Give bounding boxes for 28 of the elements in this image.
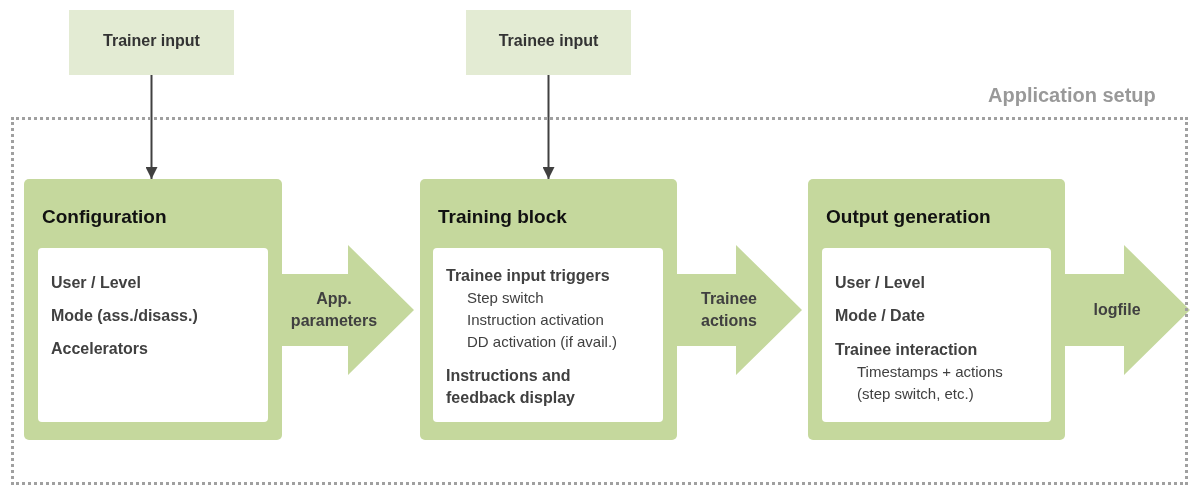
- content-panel: [822, 248, 1051, 422]
- input-box: [466, 10, 631, 75]
- content-panel: [38, 248, 268, 422]
- process-block: [24, 179, 282, 440]
- block-title: Output generation: [826, 206, 991, 228]
- process-block: [808, 179, 1065, 440]
- group-heading: Application setup: [988, 84, 1156, 106]
- item-heading: Trainee input triggers: [446, 266, 610, 286]
- input-box: [69, 10, 234, 75]
- block-title: Training block: [438, 206, 567, 228]
- content-panel: [433, 248, 663, 422]
- item-heading: Mode / Date: [835, 306, 925, 326]
- sub-item: Timestamps + actions (step switch, etc.): [857, 362, 1004, 404]
- arrow: [542, 74, 555, 180]
- item-heading: User / Level: [51, 273, 141, 293]
- sub-item: DD activation (if avail.): [467, 332, 618, 352]
- input-label: Trainee input: [497, 31, 600, 51]
- item-heading: Trainee interaction: [835, 340, 978, 360]
- process-block: [420, 179, 677, 440]
- item-heading: User / Level: [835, 273, 925, 293]
- block-title: Configuration: [42, 206, 167, 228]
- item-heading: Mode (ass./disass.): [51, 306, 198, 326]
- item-heading: Accelerators: [51, 339, 148, 359]
- input-label: Trainer input: [102, 31, 201, 51]
- sub-item: Step switch: [467, 288, 544, 308]
- sub-item: Instruction activation: [467, 310, 604, 330]
- item-heading: Instructions and feedback display: [446, 366, 576, 408]
- arrow: [145, 74, 158, 180]
